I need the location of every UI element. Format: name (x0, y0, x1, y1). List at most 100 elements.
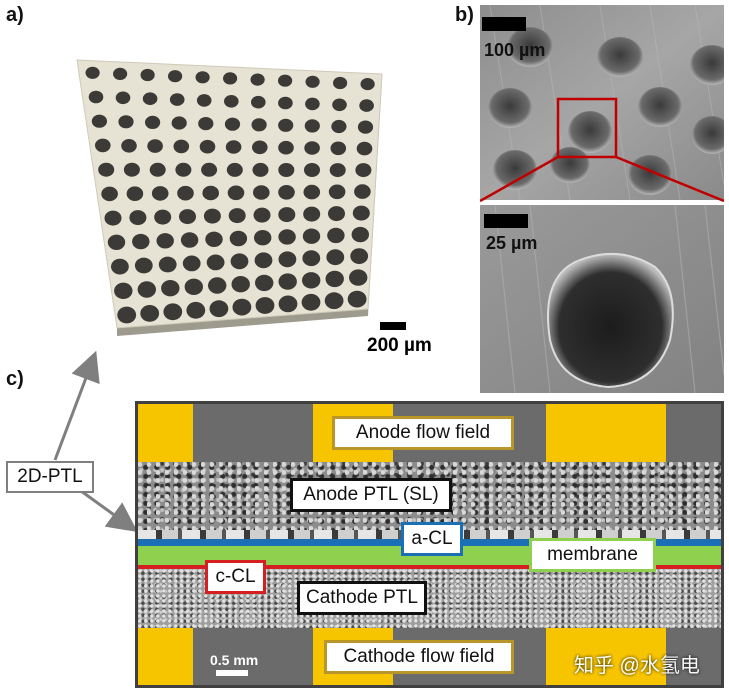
ptl-2d-callout-label: 2D-PTL (6, 461, 94, 493)
plate-hole (302, 250, 321, 267)
plate-hole (278, 140, 294, 155)
plate-hole (227, 185, 245, 201)
plate-hole (95, 138, 111, 153)
plate-hole (184, 278, 203, 295)
anode-ptl-layer (138, 462, 721, 530)
plate-hole (328, 184, 346, 200)
plate-hole (278, 118, 294, 132)
plate-hole (154, 209, 172, 225)
anode-ptl-label: Anode PTL (SL) (290, 478, 452, 512)
plate-hole (255, 274, 274, 292)
plate-hole (208, 277, 227, 294)
sem-top-holes (488, 27, 724, 195)
scale-bar-b-top (482, 17, 526, 31)
plate-hole (301, 293, 321, 311)
plate-hole (126, 186, 144, 201)
plate-hole (85, 66, 100, 79)
plate-hole (302, 228, 321, 244)
plate-hole (206, 254, 225, 271)
plate-hole (121, 139, 137, 153)
plate-hole (149, 162, 166, 177)
plate-hole (251, 118, 267, 132)
plate-hole (224, 95, 239, 108)
plate-hole (253, 207, 271, 223)
plate-hole (161, 280, 180, 297)
callout-arrows (53, 350, 138, 533)
plate-hole (329, 163, 346, 178)
plate-hole (253, 185, 270, 200)
plate-hole (145, 115, 161, 129)
plate-hole (326, 249, 345, 266)
plate-hole (169, 93, 185, 106)
c-cl-label: c-CL (205, 560, 266, 594)
plate-hole (351, 226, 369, 243)
plate-hole (101, 186, 118, 202)
scale-bar-c (216, 670, 248, 676)
plate-hole (349, 269, 368, 286)
plate-hole (305, 75, 320, 88)
plate-hole (91, 114, 107, 128)
plate-hole (140, 305, 160, 322)
plate-hole (225, 140, 242, 154)
plate-hole (327, 227, 345, 244)
plate-hole (232, 298, 252, 316)
plate-hole (202, 185, 219, 201)
plate-hole (173, 139, 190, 154)
plate-hole (350, 248, 369, 264)
zoom-region-box (556, 97, 618, 159)
plate-hole (196, 94, 212, 107)
plate-hole (278, 96, 293, 110)
plate-hole (325, 270, 344, 288)
plate-hole (117, 306, 137, 324)
cathode-flow-field-label: Cathode flow field (324, 640, 514, 674)
plate-hole (168, 70, 183, 83)
cathode-ptl-label: Cathode PTL (297, 581, 427, 615)
plate-hole (104, 210, 122, 226)
plate-hole (331, 119, 347, 134)
plate-hole (134, 257, 153, 274)
plate-hole (175, 162, 192, 177)
plate-hole (347, 290, 367, 308)
perforated-ptl-render (76, 59, 383, 336)
cell-cross-section: Anode flow field Anode PTL (SL) a-CL mem… (135, 401, 724, 688)
plate-hole (224, 117, 241, 131)
anode-flow-field-label: Anode flow field (332, 416, 514, 450)
plate-hole (177, 185, 194, 201)
plate-hole (171, 116, 187, 130)
plate-hole (278, 295, 298, 313)
plate-hole (304, 141, 320, 155)
plate-hole (113, 67, 128, 80)
panel-c-letter: c) (6, 368, 24, 390)
plate-hole (123, 162, 140, 177)
plate-hole (359, 99, 374, 112)
plate-hole (304, 119, 320, 133)
plate-hole (199, 139, 216, 154)
plate-hole (195, 71, 210, 84)
sem-images (480, 5, 724, 393)
plate-hole (151, 186, 169, 201)
plate-hole (201, 162, 218, 177)
plate-hole (278, 74, 293, 87)
plate-hole (357, 120, 374, 134)
plate-hole (356, 141, 373, 156)
scale-label-b-bottom: 25 µm (486, 233, 538, 253)
plate-hole (303, 184, 321, 200)
plate-hole (179, 209, 196, 225)
plate-hole (205, 231, 223, 247)
scale-bar-b-bottom (484, 214, 528, 228)
membrane-label: membrane (529, 538, 656, 572)
scale-label-b-top: 100 µm (484, 40, 546, 60)
plate-hole (324, 292, 344, 310)
plate-hole (254, 230, 272, 246)
panel-a-letter: a) (6, 4, 24, 26)
plate-hole (182, 255, 201, 272)
plate-hole (255, 297, 275, 314)
sem-zoom-hole (547, 252, 674, 389)
plate-hole (305, 97, 320, 111)
plate-hole (231, 276, 250, 293)
scale-label-c: 0.5 mm (210, 652, 259, 668)
plate-hole (115, 91, 131, 105)
cathode-catalyst-layer (138, 565, 721, 569)
plate-hole (98, 162, 115, 177)
plate-hole (209, 300, 229, 318)
